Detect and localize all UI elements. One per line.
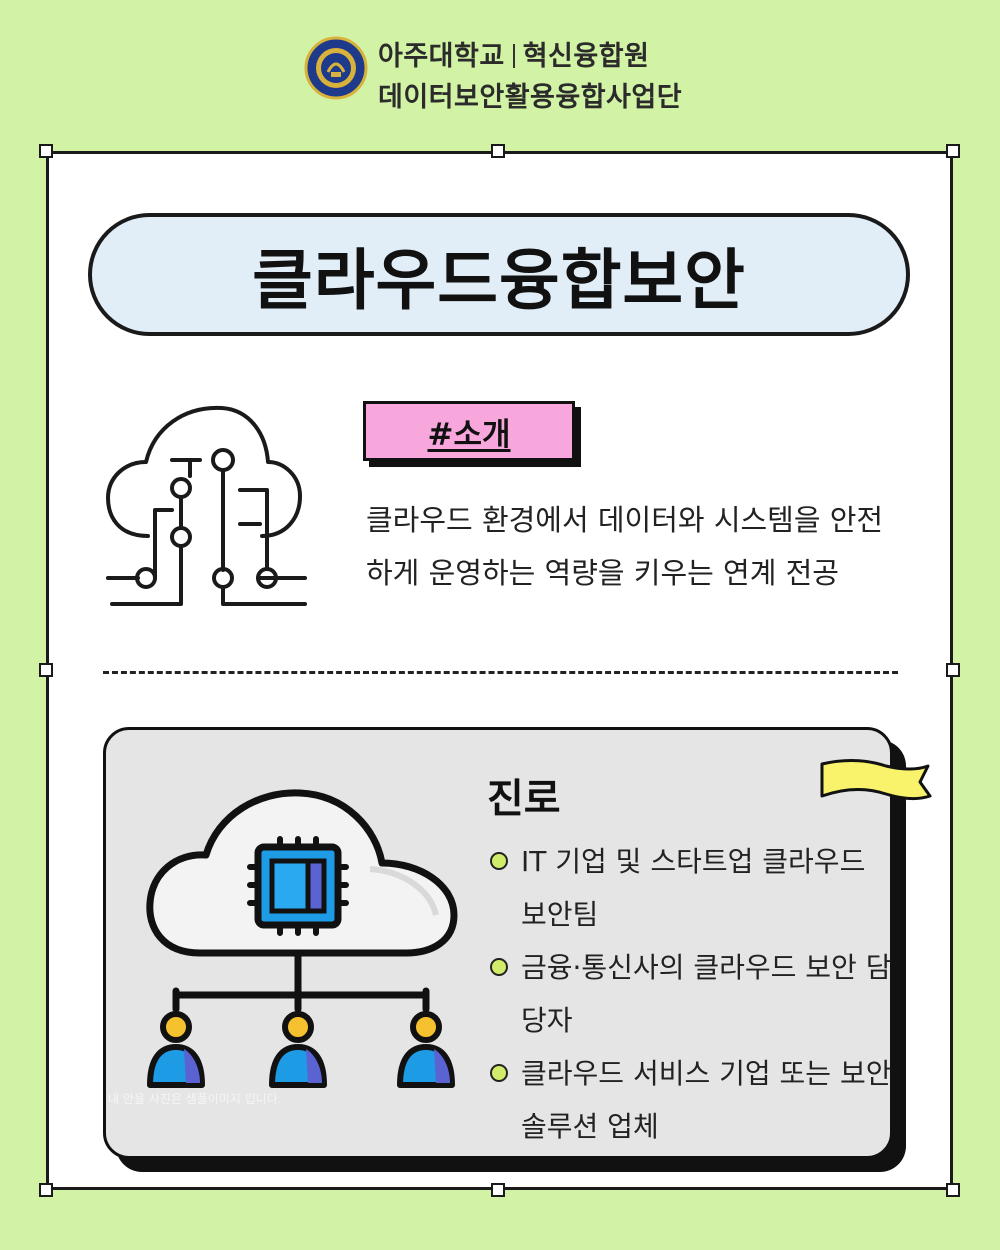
list-item: 금융·통신사의 클라우드 보안 담당자 — [488, 941, 898, 1047]
flag-icon — [820, 758, 932, 801]
intro-text: 클라우드 환경에서 데이터와 시스템을 안전하게 운영하는 역량을 키우는 연계… — [366, 503, 884, 590]
resize-handle[interactable] — [946, 144, 960, 158]
career-title: 진로 — [487, 776, 561, 822]
program-name: 데이터보안활용융합사업단 — [378, 82, 683, 113]
resize-handle[interactable] — [946, 663, 960, 677]
intro-tag-label: #소개 — [427, 416, 511, 453]
list-item: 클라우드 서비스 기업 또는 보안 솔루션 업체 — [488, 1047, 898, 1153]
cloud-network-icon — [106, 405, 307, 606]
resize-handle[interactable] — [39, 663, 53, 677]
university-logo-icon — [304, 36, 368, 100]
resize-handle[interactable] — [39, 1183, 53, 1197]
section-divider — [103, 671, 898, 674]
bullet-icon — [490, 958, 508, 976]
cloud-chip-users-icon — [146, 789, 458, 1088]
resize-handle[interactable] — [946, 1183, 960, 1197]
bullet-icon — [490, 852, 508, 870]
brand-text: 아주대학교 혁신융합원 데이터보안활용융합사업단 — [378, 34, 682, 114]
institute-name: 혁신융합원 — [522, 41, 650, 72]
resize-handle[interactable] — [491, 1183, 505, 1197]
page-title: 클라우드융합보안 — [88, 213, 910, 336]
watermark-text: 내 안을 사진은 샘플이미지 입니다. — [108, 1092, 282, 1106]
resize-handle[interactable] — [39, 144, 53, 158]
page-title-text: 클라우드융합보안 — [252, 241, 746, 319]
resize-handle[interactable] — [491, 144, 505, 158]
career-list: IT 기업 및 스타트업 클라우드 보안팀 금융·통신사의 클라우드 보안 담당… — [488, 835, 898, 1153]
intro-tag: #소개 — [363, 401, 581, 467]
university-name: 아주대학교 — [378, 41, 505, 72]
bullet-icon — [490, 1064, 508, 1082]
header: 아주대학교 혁신융합원 데이터보안활용융합사업단 — [300, 32, 720, 113]
list-item: IT 기업 및 스타트업 클라우드 보안팀 — [488, 835, 898, 941]
